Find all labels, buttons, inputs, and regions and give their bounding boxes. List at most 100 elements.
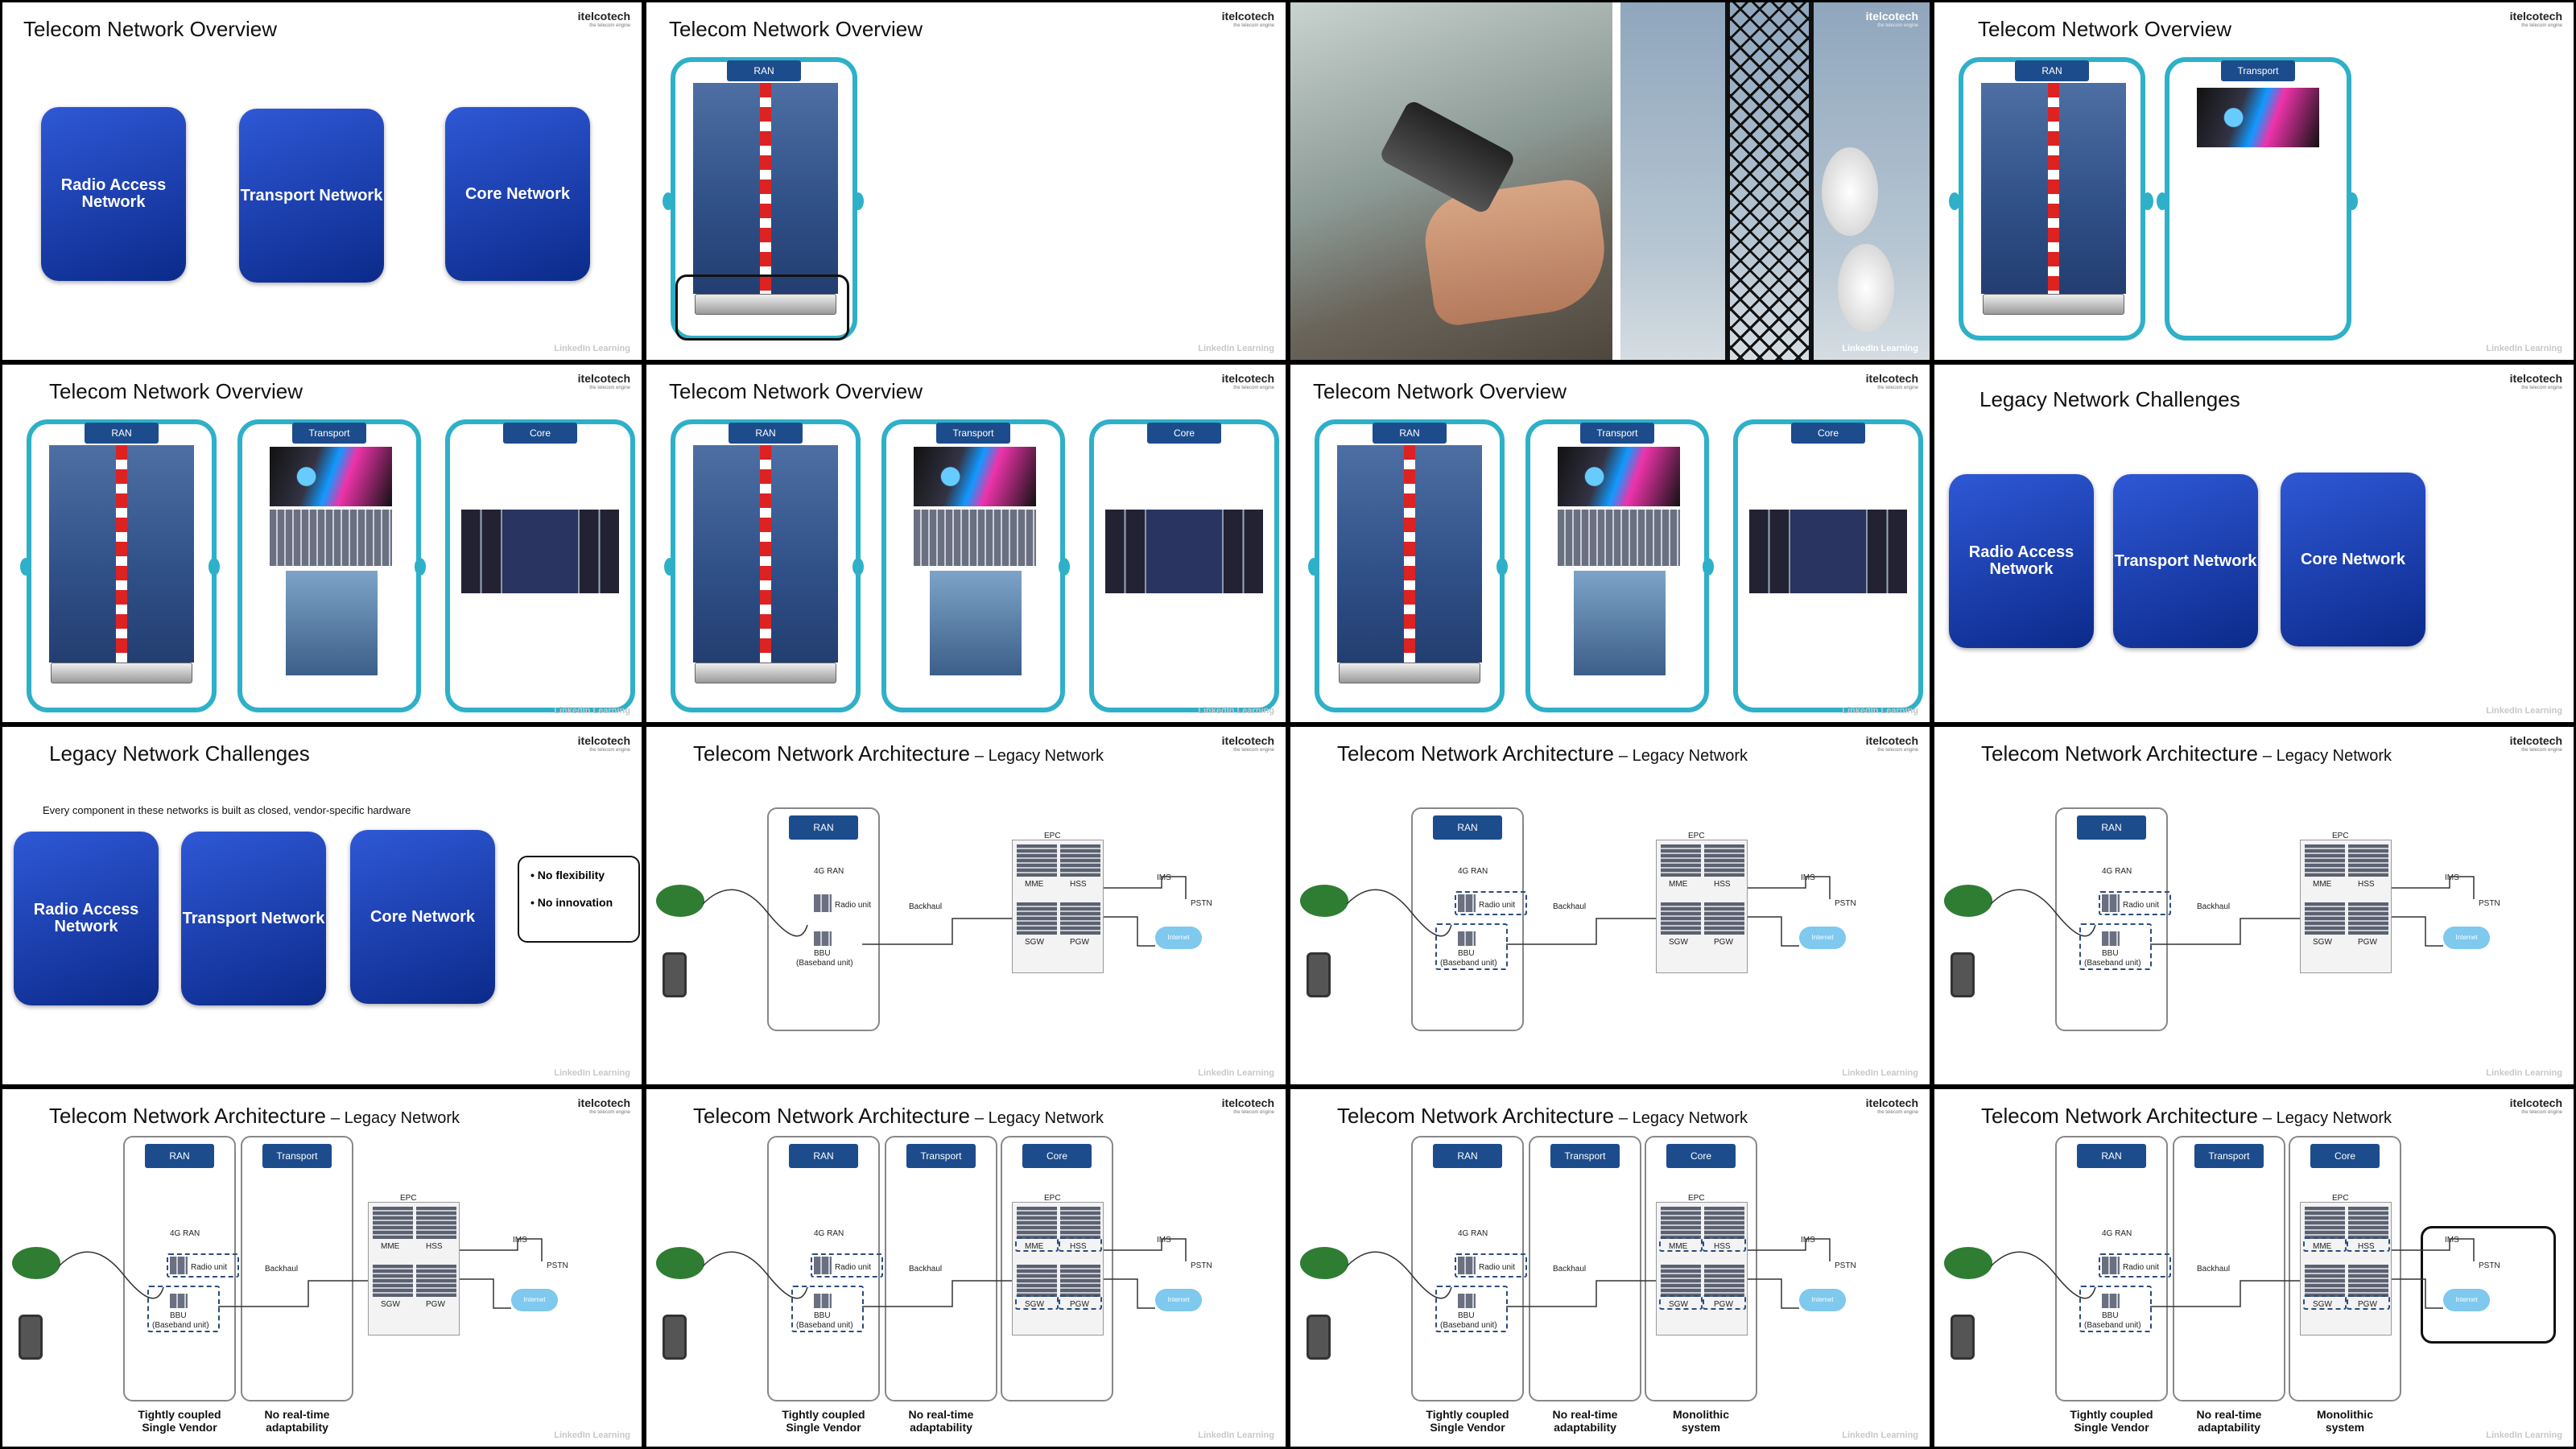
watermark: LinkedIn Learning: [554, 1430, 630, 1440]
ran-tab: RAN: [1373, 423, 1447, 444]
internet-cloud-icon: Internet: [2443, 1289, 2490, 1311]
core-block: Core Network: [445, 107, 590, 281]
tower-photo: [1981, 83, 2126, 294]
home-icon: [1300, 885, 1348, 917]
slide-title: Telecom Network Architecture– Legacy Net…: [49, 1104, 460, 1128]
sgw-label: SGW: [2313, 938, 2332, 947]
transport-tab: Transport: [2221, 60, 2295, 81]
ran-box: RAN: [1411, 1136, 1524, 1402]
ims-label: IMS: [1157, 873, 1171, 882]
internet-cloud-icon: Internet: [1155, 1289, 1202, 1311]
epc-label: EPC: [2332, 832, 2349, 840]
radio-unit-label: Radio unit: [1479, 1263, 1516, 1272]
radio-unit-icon: [1458, 894, 1476, 912]
transport-panel: Transport: [1525, 419, 1709, 712]
bbu-icon: [1458, 1294, 1476, 1308]
transport-block: Transport Network: [2113, 474, 2258, 648]
pstn-label: PSTN: [547, 1261, 568, 1270]
internet-label: Internet: [1167, 934, 1190, 941]
tile-r4c3[interactable]: Telecom Network Architecture– Legacy Net…: [1288, 1087, 1932, 1449]
ran-4g-label: 4G RAN: [814, 1229, 844, 1238]
radio-unit-selection: [1455, 1253, 1527, 1278]
ran-panel: RAN: [671, 57, 857, 341]
ran-4g-label: 4G RAN: [1458, 1229, 1488, 1238]
architecture-diagram: RAN Transport Core 4G RAN Radio unit BBU…: [1934, 1089, 2574, 1447]
ran-panel: RAN: [671, 419, 861, 712]
watermark: LinkedIn Learning: [2486, 1068, 2562, 1078]
tile-r3c4[interactable]: Telecom Network Architecture– Legacy Net…: [1932, 724, 2576, 1087]
ran-tab: RAN: [2077, 815, 2146, 840]
connection-lines: [1346, 1238, 1831, 1309]
home-icon: [656, 1247, 704, 1279]
sgw-server-icon: [373, 1265, 413, 1297]
ran-box: RAN: [1411, 807, 1524, 1031]
connector-dot: [20, 558, 31, 576]
internet-label: Internet: [523, 1296, 546, 1303]
sgw-server-icon: [2305, 902, 2345, 935]
bbu-selection: [1435, 923, 1508, 970]
radio-unit-label: Radio unit: [2123, 901, 2160, 910]
radio-unit-icon: [2102, 894, 2120, 912]
ran-box: RAN: [767, 807, 880, 1031]
tile-r4c2[interactable]: Telecom Network Architecture– Legacy Net…: [644, 1087, 1288, 1449]
transport-box: Transport: [2173, 1136, 2285, 1402]
bbu-icon: [814, 1294, 832, 1308]
internet-cloud-icon: Internet: [2443, 927, 2490, 949]
internet-cloud-icon: Internet: [1155, 927, 1202, 949]
hss-label: HSS: [426, 1242, 443, 1251]
watermark: LinkedIn Learning: [554, 344, 630, 353]
core-block: Core Network: [350, 830, 495, 1004]
mme-server-icon: [1017, 844, 1057, 877]
connector-dot: [1496, 558, 1508, 576]
home-icon: [12, 1247, 60, 1279]
ims-label: IMS: [513, 1236, 527, 1245]
hss-label: HSS: [1070, 1242, 1087, 1251]
dish-photo: [930, 571, 1022, 675]
watermark: LinkedIn Learning: [1842, 344, 1918, 353]
hss-server-icon: [1060, 844, 1100, 877]
transport-tab: Transport: [292, 423, 366, 444]
ran-4g-label: 4G RAN: [1458, 867, 1488, 876]
mme-label: MME: [1025, 1242, 1044, 1251]
fiber-photo: [1558, 447, 1680, 506]
connection-lines: [1990, 1238, 2475, 1309]
rack-photo: [270, 510, 392, 566]
sgw-label: SGW: [1669, 1300, 1688, 1309]
tile-r3c2[interactable]: Telecom Network Architecture– Legacy Net…: [644, 724, 1288, 1087]
dish-photo: [286, 571, 378, 675]
fiber-photo: [270, 447, 392, 506]
watermark: LinkedIn Learning: [1842, 1430, 1918, 1440]
sgw-label: SGW: [381, 1300, 400, 1309]
watermark: LinkedIn Learning: [2486, 706, 2562, 716]
core-tab: Core: [2310, 1144, 2380, 1168]
transport-panel: Transport: [2165, 57, 2351, 341]
slide-title: Telecom Network Architecture– Legacy Net…: [1981, 1104, 2392, 1128]
slide-title: Telecom Network Overview: [1313, 379, 1567, 403]
tile-r4c4[interactable]: Telecom Network Architecture– Legacy Net…: [1932, 1087, 2576, 1449]
highlight-box: [2421, 1226, 2556, 1344]
tile-r3c3[interactable]: Telecom Network Architecture– Legacy Net…: [1288, 724, 1932, 1087]
hss-selection: [1703, 1237, 1746, 1252]
home-icon: [1300, 1247, 1348, 1279]
mobile-phone-icon: [1951, 1315, 1975, 1360]
tile-r4c1[interactable]: Telecom Network Architecture– Legacy Net…: [0, 1087, 644, 1449]
lattice-tower: [1725, 2, 1814, 360]
pgw-label: PGW: [1714, 1300, 1733, 1309]
transport-box: Transport: [241, 1136, 353, 1402]
mme-label: MME: [2313, 1242, 2332, 1251]
